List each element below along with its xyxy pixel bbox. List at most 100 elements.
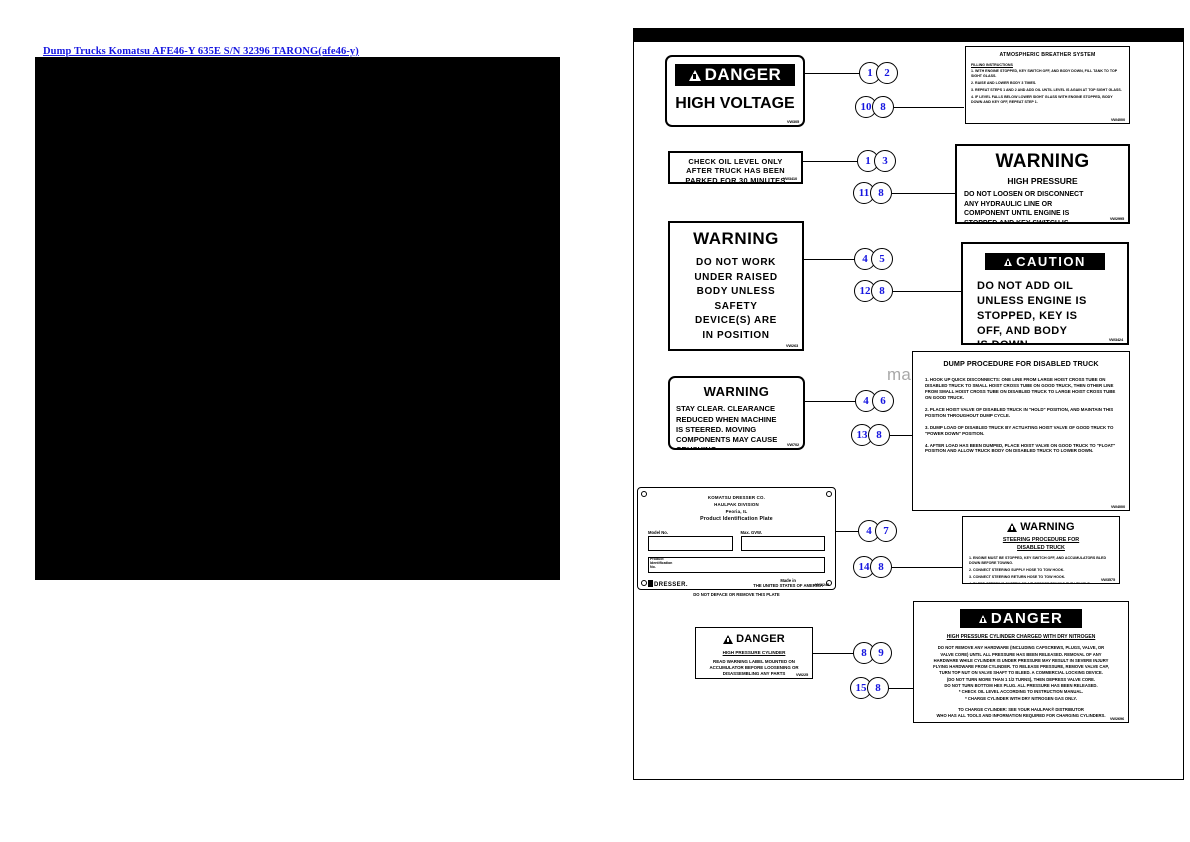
- decal-banner-text: WARNING: [995, 151, 1090, 172]
- decal-step-list: 1. HOOK UP QUICK DISCONNECTS: ONE LINE F…: [925, 377, 1120, 454]
- decal-line: DO NOT ADD OIL: [977, 280, 1074, 292]
- decal-subtitle: HIGH PRESSURE CYLINDER: [722, 650, 786, 655]
- decal-line: IN POSITION: [702, 329, 770, 341]
- decal-line: DISASSEMBLING ANY PARTS: [722, 671, 786, 677]
- decal-line: WHO HAS ALL TOOLS AND INFORMATION REQUIR…: [936, 713, 1106, 719]
- plate-part-code: VW2245: [814, 582, 829, 587]
- plate-corner-hole: [826, 580, 832, 586]
- callout-check-oil-bottom[interactable]: 11 8: [853, 182, 892, 204]
- warning-triangle-icon: [1007, 522, 1018, 532]
- plate-corner-hole: [641, 580, 647, 586]
- callout-stay-clear-top[interactable]: 4 6: [855, 390, 894, 412]
- decal-high-pressure-warning: WARNING HIGH PRESSURE DO NOT LOOSEN OR D…: [955, 144, 1130, 224]
- decal-step: 3. DUMP LOAD OF DISABLED TRUCK BY ACTUAT…: [925, 424, 1114, 436]
- plate-model-field: Model No.: [648, 530, 733, 552]
- decal-line: SAFETY: [714, 300, 758, 312]
- callout-number: 8: [871, 280, 893, 302]
- decal-text: HIGH VOLTAGE: [675, 95, 795, 112]
- decal-step: 4. IF LEVEL FALLS BELOW LOWER SIGHT GLAS…: [971, 94, 1113, 104]
- leader-line: [893, 291, 961, 292]
- callout-number: 9: [870, 642, 892, 664]
- callout-number: 4: [854, 248, 876, 270]
- callout-plate-top[interactable]: 4 7: [858, 520, 897, 542]
- callout-number: 3: [874, 150, 896, 172]
- decal-line: AFTER TRUCK HAS BEEN: [686, 166, 785, 176]
- callout-cylinder-top[interactable]: 8 9: [853, 642, 892, 664]
- leader-line: [813, 653, 855, 654]
- decal-step: 4. AFTER LOAD HAS BEEN DUMPED, PLACE HOI…: [925, 442, 1116, 454]
- decal-stay-clear: WARNING STAY CLEAR. CLEARANCE REDUCED WH…: [668, 376, 805, 450]
- product-identification-no-input[interactable]: [648, 557, 825, 574]
- decal-step: 2. CONNECT STEERING SUPPLY HOSE TO TOW H…: [969, 567, 1065, 572]
- decal-step-list: 1. WITH ENGINE STOPPED, KEY SWITCH OFF, …: [971, 69, 1124, 104]
- decal-line: CHECK OIL LEVEL ONLY: [688, 157, 783, 166]
- decal-subtitle: HIGH PRESSURE CYLINDER CHARGED WITH DRY …: [946, 634, 1096, 640]
- dresser-mark-icon: [648, 580, 653, 588]
- field-label: Model No.: [648, 530, 669, 536]
- warning-triangle-icon: [978, 614, 987, 623]
- leader-line: [889, 688, 913, 689]
- callout-number: 7: [875, 520, 897, 542]
- max-gvw-input[interactable]: [740, 536, 825, 552]
- decal-line: COMPONENTS MAY CAUSE: [676, 435, 778, 444]
- warning-triangle-icon: [1004, 257, 1013, 266]
- plate-field-row: Model No. Max. GVW.: [648, 530, 825, 552]
- danger-banner: DANGER: [675, 64, 795, 86]
- callout-number: 1: [857, 150, 879, 172]
- decal-line: IS DOWN: [977, 338, 1127, 343]
- decal-part-code: VW3575: [1100, 577, 1115, 582]
- plate-footer-row: DRESSER. Made in THE UNITED STATES OF AM…: [648, 578, 823, 588]
- decal-banner-text: WARNING: [693, 229, 779, 248]
- decal-step: 1. HOOK UP QUICK DISCONNECTS: ONE LINE F…: [925, 377, 1116, 400]
- decal-line: FLYING HARDWARE FROM CYLINDER. TO RELEAS…: [933, 664, 1109, 670]
- decal-nitrogen-cylinder: DANGER HIGH PRESSURE CYLINDER CHARGED WI…: [913, 601, 1129, 723]
- decal-line: VALVE CORE) UNTIL ALL PRESSURE HAS BEEN …: [940, 651, 1102, 657]
- plate-made-in: Made in THE UNITED STATES OF AMERICA: [753, 578, 823, 589]
- decal-line: DO NOT REMOVE ANY HARDWARE (INCLUDING CA…: [937, 645, 1105, 651]
- plate-header: KOMATSU DRESSER CO. HAULPAK DIVISION Peo…: [638, 494, 835, 523]
- decal-line: * CHECK OIL LEVEL ACCORDING TO INSTRUCTI…: [958, 689, 1084, 695]
- caution-banner: CAUTION: [985, 253, 1105, 270]
- plate-gvw-field: Max. GVW.: [740, 530, 825, 552]
- decal-line: (DO NOT TURN MORE THAN 1 1/2 TURNS), THE…: [946, 676, 1096, 682]
- decal-line: OFF, AND BODY: [977, 324, 1068, 337]
- blank-image-area: [35, 57, 560, 580]
- decal-line: TURN TOP NUT ON VALVE SHAFT TO BLEED. A …: [939, 670, 1103, 676]
- document-title-link[interactable]: Dump Trucks Komatsu AFE46-Y 635E S/N 323…: [43, 46, 359, 57]
- plate-footer-note: DO NOT DEFACE OR REMOVE THIS PLATE: [693, 592, 780, 598]
- callout-plate-bottom[interactable]: 14 8: [853, 556, 892, 578]
- callout-cylinder-bottom[interactable]: 15 8: [850, 677, 889, 699]
- decal-line: UNLESS ENGINE IS: [977, 294, 1087, 307]
- decal-line: DO NOT LOOSEN OR DISCONNECT: [964, 191, 1084, 199]
- callout-number: 8: [870, 182, 892, 204]
- danger-banner: DANGER: [960, 609, 1082, 628]
- decal-line: UNDER RAISED: [694, 271, 778, 283]
- plate-division: HAULPAK DIVISION: [714, 502, 759, 508]
- decal-diagram-panel: manuals-komatsu.com DANGER HIGH VOLTAGE …: [633, 28, 1184, 780]
- callout-high-voltage-bottom[interactable]: 10 8: [855, 96, 894, 118]
- callout-high-voltage-top[interactable]: 1 2: [859, 62, 898, 84]
- callout-number: 8: [867, 677, 889, 699]
- decal-title: ATMOSPHERIC BREATHER SYSTEM: [999, 52, 1096, 58]
- decal-part-code: VW3424: [1108, 337, 1123, 342]
- decal-line: * CHARGE CYLINDER WITH DRY NITROGEN GAS …: [965, 695, 1077, 701]
- callout-number: 5: [871, 248, 893, 270]
- decal-line: STOPPED AND KEY SWITCH IS: [964, 219, 1069, 224]
- callout-stay-clear-bottom[interactable]: 13 8: [851, 424, 890, 446]
- warning-triangle-icon: [688, 69, 701, 81]
- callout-check-oil-top[interactable]: 1 3: [857, 150, 896, 172]
- model-no-input[interactable]: [648, 536, 733, 552]
- left-document-panel: Dump Trucks Komatsu AFE46-Y 635E S/N 323…: [35, 40, 560, 580]
- plate-corner-hole: [826, 491, 832, 497]
- callout-number: 8: [872, 96, 894, 118]
- decal-subtitle: FILLING INSTRUCTIONS: [971, 62, 1013, 67]
- decal-step: 3. REPEAT STEPS 1 AND 2 AND ADD OIL UNTI…: [971, 87, 1122, 92]
- callout-raised-body-bottom[interactable]: 12 8: [854, 280, 893, 302]
- decal-line: COMPONENT UNTIL ENGINE IS: [964, 210, 1070, 218]
- decal-line: BODY UNLESS: [696, 286, 776, 298]
- leader-line: [892, 193, 955, 194]
- decal-part-code: VW263: [785, 343, 798, 348]
- callout-raised-body-top[interactable]: 4 5: [854, 248, 893, 270]
- decal-subtitle: HIGH PRESSURE: [1007, 175, 1078, 186]
- decal-step: 2. PLACE HOIST VALVE OF DISABLED TRUCK I…: [925, 406, 1114, 418]
